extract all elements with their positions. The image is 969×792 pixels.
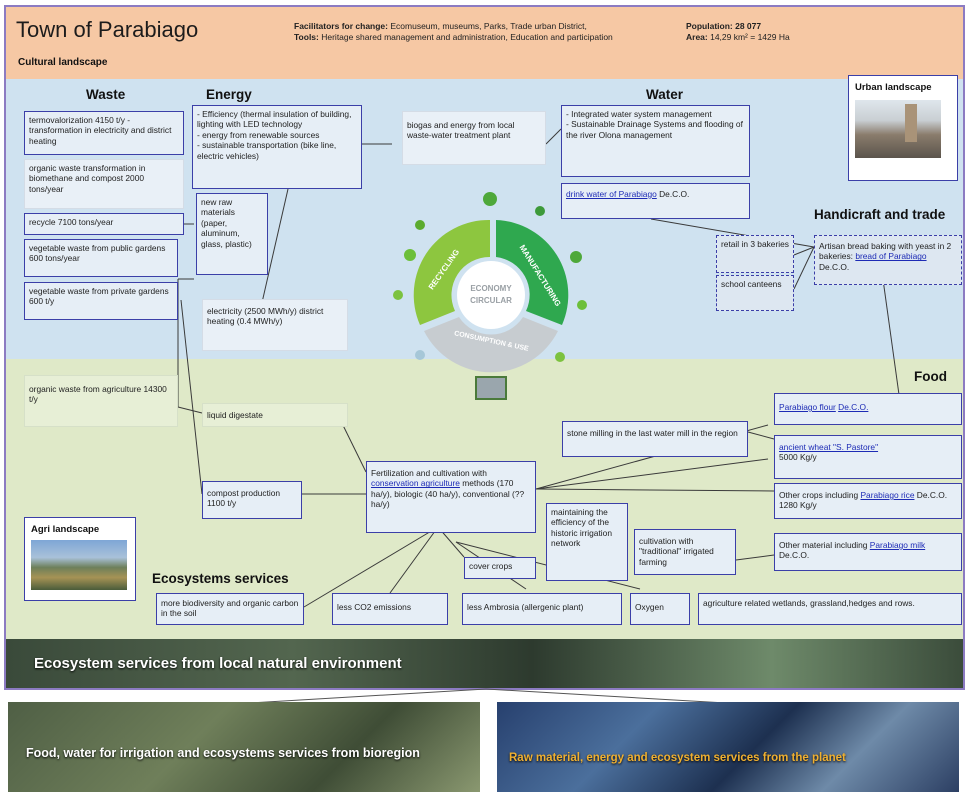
- waste-agriculture-box: organic waste from agriculture 14300 t/y: [24, 375, 178, 427]
- ancient-wheat-box: ancient wheat "S. Pastore"5000 Kg/y: [774, 435, 962, 479]
- forest-banner: Ecosystem services from local natural en…: [6, 639, 963, 688]
- agri-landscape-card: Agri landscape: [24, 517, 136, 601]
- facilitators-label: Facilitators for change:: [294, 21, 388, 31]
- rice-link[interactable]: Parabiago rice: [860, 490, 915, 500]
- milk-link[interactable]: Parabiago milk: [869, 540, 926, 550]
- parabiago-rice-box: Other crops including Parabiago rice De.…: [774, 483, 962, 519]
- water-biogas-box: biogas and energy from local waste-water…: [402, 111, 546, 165]
- drink-water-suffix: De.C.O.: [656, 189, 690, 199]
- milk-text: Other material including: [779, 540, 870, 550]
- header-band: [6, 7, 963, 79]
- agri-landscape-label: Agri landscape: [31, 524, 100, 535]
- tools-label: Tools:: [294, 32, 319, 42]
- consumption-segment: [424, 317, 558, 373]
- page-title: Town of Parabiago: [16, 17, 199, 42]
- stone-milling-box: stone milling in the last water mill in …: [562, 421, 748, 457]
- bioregion-text: Food, water for irrigation and ecosystem…: [26, 746, 420, 760]
- energy-electricity-box: electricity (2500 MWh/y) district heatin…: [202, 299, 348, 351]
- energy-compost-box: compost production 1100 t/y: [202, 481, 302, 519]
- planet-image: Raw material, energy and ecosystem servi…: [497, 702, 959, 792]
- water-heading: Water: [646, 87, 684, 102]
- cultural-landscape-label: Cultural landscape: [18, 57, 108, 68]
- recycling-segment: [413, 219, 490, 325]
- urban-landscape-card: Urban landscape: [848, 75, 958, 181]
- parabiago-milk-box: Other material including Parabiago milk …: [774, 533, 962, 571]
- agri-landscape-photo: [31, 540, 127, 590]
- cover-crops-box: cover crops: [464, 557, 536, 579]
- tools-value: Heritage shared management and administr…: [318, 32, 613, 42]
- fert-text1: Fertilization and cultivation with: [371, 468, 487, 478]
- population-label: Population: 28 077: [686, 21, 762, 31]
- waste-public-gardens-box: vegetable waste from public gardens 600 …: [24, 239, 178, 277]
- school-canteens-box: school canteens: [716, 275, 794, 311]
- forest-banner-text: Ecosystem services from local natural en…: [34, 655, 402, 672]
- fertilization-box: Fertilization and cultivation with conse…: [366, 461, 536, 533]
- waste-organic-box: organic waste transformation in biometha…: [24, 159, 184, 209]
- bread-baking-box: Artisan bread baking with yeast in 2 bak…: [814, 235, 962, 285]
- energy-raw-materials-box: new raw materials (paper, aluminum, glas…: [196, 193, 268, 275]
- oxygen-box: Oxygen: [630, 593, 690, 625]
- bioregion-image: Food, water for irrigation and ecosystem…: [8, 702, 480, 792]
- circular-economy-emblem: ECONOMY CIRCULAR RECYCLING MANUFACTURING…: [393, 192, 587, 400]
- population-area: Population: 28 077 Area: 14,29 km² = 142…: [686, 21, 790, 43]
- ambrosia-box: less Ambrosia (allergenic plant): [462, 593, 622, 625]
- emblem-center-line1: ECONOMY: [470, 284, 512, 293]
- parabiago-flour-box: Parabiago flour De.C.O.: [774, 393, 962, 425]
- handicraft-heading: Handicraft and trade: [814, 207, 946, 222]
- bread-text: Artisan bread baking with yeast in 2 bak…: [819, 241, 952, 262]
- planet-text: Raw material, energy and ecosystem servi…: [509, 752, 846, 764]
- water-management-box: - Integrated water system management - S…: [561, 105, 750, 177]
- wheat-qty: 5000 Kg/y: [779, 452, 817, 463]
- area-value: 14,29 km² = 1429 Ha: [707, 32, 790, 42]
- wheat-link[interactable]: ancient wheat "S. Pastore": [779, 442, 879, 452]
- biodiversity-box: more biodiversity and organic carbon in …: [156, 593, 304, 625]
- diagram-frame: Town of Parabiago Cultural landscape Fac…: [4, 5, 965, 690]
- waste-heading: Waste: [86, 87, 126, 102]
- rice-text: Other crops including: [779, 490, 861, 500]
- area-label: Area:: [686, 32, 708, 42]
- co2-box: less CO2 emissions: [332, 593, 448, 625]
- footer-connector-lines: [249, 688, 727, 704]
- conservation-agriculture-link[interactable]: conservation agriculture: [371, 478, 460, 489]
- irrigation-network-box: maintaining the efficiency of the histor…: [546, 503, 628, 581]
- waste-private-gardens-box: vegetable waste from private gardens 600…: [24, 282, 178, 320]
- waste-termovalorization-box: termovalorization 4150 t/y - transformat…: [24, 111, 184, 155]
- water-drink-box: drink water of Parabiago De.C.O.: [561, 183, 750, 219]
- energy-efficiency-box: - Efficiency (thermal insulation of buil…: [192, 105, 362, 189]
- retail-bakeries-box: retail in 3 bakeries: [716, 235, 794, 273]
- facilitators-value: Ecomuseum, museums, Parks, Trade urban D…: [388, 21, 587, 31]
- ecosystems-heading: Ecosystems services: [152, 571, 289, 586]
- bread-suffix: De.C.O.: [819, 261, 850, 272]
- emblem-center-line2: CIRCULAR: [470, 296, 512, 305]
- emblem-leaves: [393, 192, 587, 400]
- manufacturing-segment: [496, 220, 569, 325]
- facilitators-text: Facilitators for change: Ecomuseum, muse…: [294, 21, 684, 43]
- milk-suffix: De.C.O.: [779, 550, 810, 561]
- flour-deco-link[interactable]: De.C.O.: [838, 402, 869, 412]
- waste-recycle-box: recycle 7100 tons/year: [24, 213, 184, 235]
- food-heading: Food: [914, 369, 947, 384]
- wetlands-box: agriculture related wetlands, grassland,…: [698, 593, 962, 625]
- rice-suffix: De.C.O. 1280 Kg/y: [779, 490, 948, 511]
- flour-link[interactable]: Parabiago flour: [779, 402, 836, 412]
- energy-digestate-box: liquid digestate: [202, 403, 348, 427]
- bread-link[interactable]: bread of Parabiago: [855, 251, 927, 262]
- drink-water-link[interactable]: drink water of Parabiago: [566, 189, 657, 199]
- urban-landscape-label: Urban landscape: [855, 82, 932, 93]
- fert-text2: methods (170 ha/y), biologic (40 ha/y), …: [371, 478, 525, 510]
- emblem-center: [457, 261, 525, 329]
- traditional-farming-box: cultivation with "traditional" irrigated…: [634, 529, 736, 575]
- urban-landscape-photo: [855, 100, 941, 158]
- energy-heading: Energy: [206, 87, 252, 102]
